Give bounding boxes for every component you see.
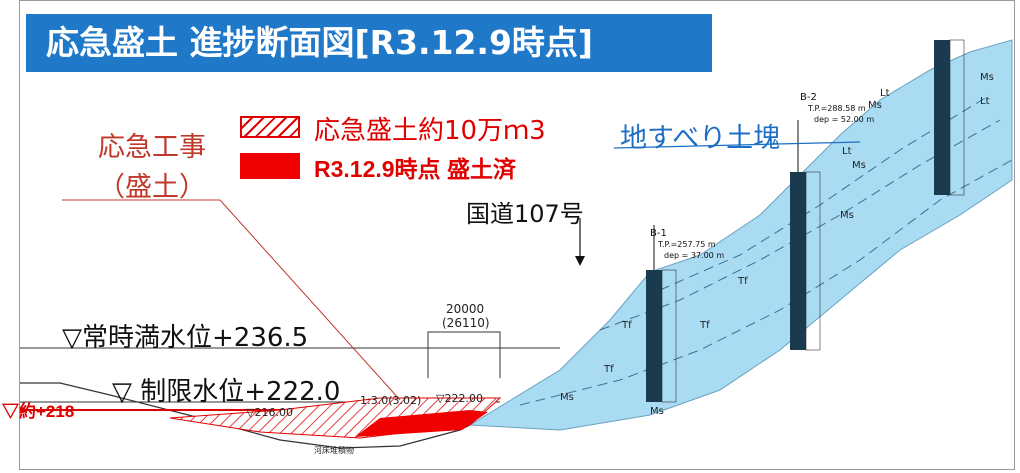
drawing-frame [19,0,1015,470]
borehole-b1-name: B-1 [650,228,667,239]
soil-label: Tf [700,320,710,331]
landslide-mass-label: 地すべり土塊 [620,123,781,154]
legend-hatch-swatch [240,116,300,138]
borehole-b2 [790,120,821,351]
completed-embankment [355,410,488,437]
dimension-line [427,331,501,378]
national-road-label: 国道107号 [466,200,584,228]
landslide-mass [468,39,1013,431]
legend-solid-label: R3.12.9時点 盛土済 [314,156,516,182]
dimension-sub-label: (26110) [442,316,490,330]
borehole-b1-tp: T.P.=257.75 m [658,240,716,249]
limit-water-level-label: ▽ 制限水位+222.0 [112,377,341,407]
soil-label: Ms [868,100,882,111]
dimension-label: 20000 [446,302,485,316]
elevation-216-label: ▽216.00 [246,406,293,419]
soil-label: Tf [604,364,614,375]
legend-hatched-label: 応急盛土約10万ｍ3 [314,116,546,146]
soil-label: Lt [842,146,852,157]
soil-label: Lt [980,96,990,107]
slope-label: 1:3.0(3.02) [360,394,422,407]
borehole-b2-dep: dep = 52.00 m [814,115,875,124]
borehole-b3 [934,39,965,196]
landslide-leader [613,141,861,149]
ground-profile [20,382,471,449]
legend-solid-swatch [240,153,300,179]
normal-water-level-label: ▽常時満水位+236.5 [62,323,309,353]
soil-label: Tf [622,320,632,331]
leader-line [62,199,401,401]
elevation-222-label: ▽222.00 [436,392,483,405]
borehole-b2-tp: T.P.=288.58 m [808,104,866,113]
emergency-work-subtitle: （盛土） [98,172,206,203]
soil-label: Tf [738,276,748,287]
soil-label: Ms [840,210,854,221]
emergency-work-label: 応急工事 （盛土） [62,128,242,208]
soil-label: Lt [880,88,890,99]
soil-label: Ms [560,392,574,403]
emergency-work-title: 応急工事 [98,132,206,163]
soil-label: Ms [852,160,866,171]
borehole-b1 [646,225,677,403]
soil-label: Ms [650,406,664,417]
approx-218-label: ▽約+218 [2,402,75,421]
page-title: 応急盛土 進捗断面図[R3.12.9時点] [26,14,712,72]
borehole-b2-name: B-2 [800,92,817,103]
borehole-b1-dep: dep = 37.00 m [664,251,725,260]
riverbed-label: 河床堆積物 [314,446,354,455]
soil-label: Ms [980,72,994,83]
